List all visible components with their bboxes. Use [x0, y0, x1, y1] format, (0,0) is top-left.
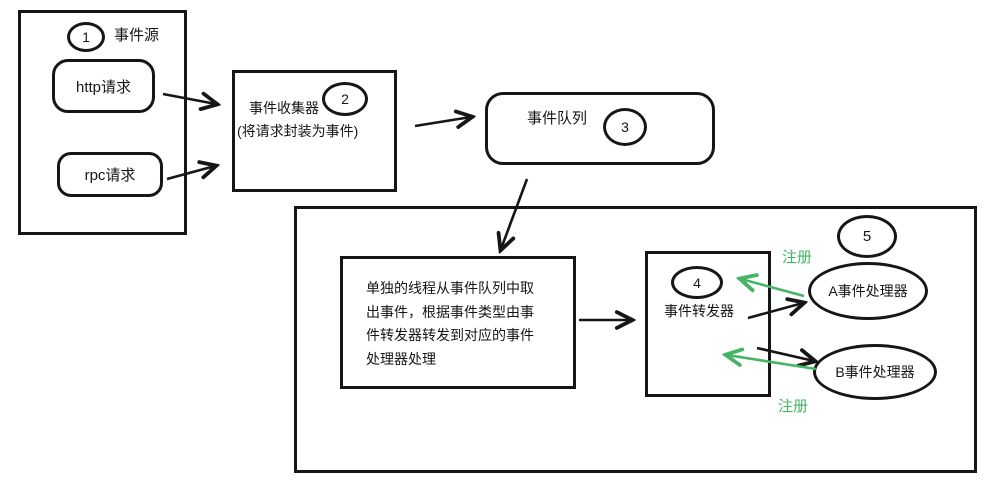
event-collector-note: (将请求封装为事件) — [237, 123, 359, 139]
event-queue-number-circle: 3 — [603, 108, 647, 146]
rpc-request-label: rpc请求 — [84, 167, 136, 184]
worker-note-line-4: 处理器处理 — [366, 350, 436, 367]
event-source-box — [18, 10, 187, 235]
handler-a-label: A事件处理器 — [828, 283, 908, 299]
event-source-label: 事件源 — [114, 27, 160, 44]
arrow-collector-to-queue — [414, 117, 471, 126]
event-queue-box — [485, 92, 715, 165]
event-queue-label: 事件队列 — [527, 110, 588, 127]
handler-a-ellipse: A事件处理器 — [808, 262, 928, 320]
register-label-top: 注册 — [782, 249, 813, 266]
handlers-number: 5 — [862, 228, 872, 245]
event-source-number: 1 — [82, 29, 90, 45]
worker-note-line-2: 出事件，根据事件类型由事 — [366, 303, 534, 320]
handler-b-ellipse: B事件处理器 — [813, 344, 937, 400]
event-forwarder-number-circle: 4 — [671, 266, 723, 299]
event-queue-number: 3 — [621, 119, 629, 135]
http-request-label: http请求 — [75, 78, 132, 96]
event-collector-number-circle: 2 — [322, 82, 368, 116]
http-request-node: http请求 — [52, 59, 155, 113]
worker-note-line-1: 单独的线程从事件队列中取 — [366, 280, 534, 296]
rpc-request-node: rpc请求 — [57, 152, 163, 197]
worker-note-box: 单独的线程从事件队列中取 出事件，根据事件类型由事 件转发器转发到对应的事件 处… — [340, 256, 576, 389]
event-source-number-circle: 1 — [67, 22, 105, 52]
handlers-number-circle: 5 — [837, 215, 897, 258]
event-collector-number: 2 — [341, 91, 349, 107]
register-label-bottom: 注册 — [778, 398, 809, 415]
event-forwarder-number: 4 — [693, 274, 701, 291]
event-collector-box — [232, 70, 397, 192]
worker-note-line-3: 件转发器转发到对应的事件 — [366, 327, 534, 343]
event-forwarder-label: 事件转发器 — [664, 303, 734, 319]
handler-b-label: B事件处理器 — [835, 364, 915, 380]
event-collector-label: 事件收集器 — [249, 100, 319, 116]
